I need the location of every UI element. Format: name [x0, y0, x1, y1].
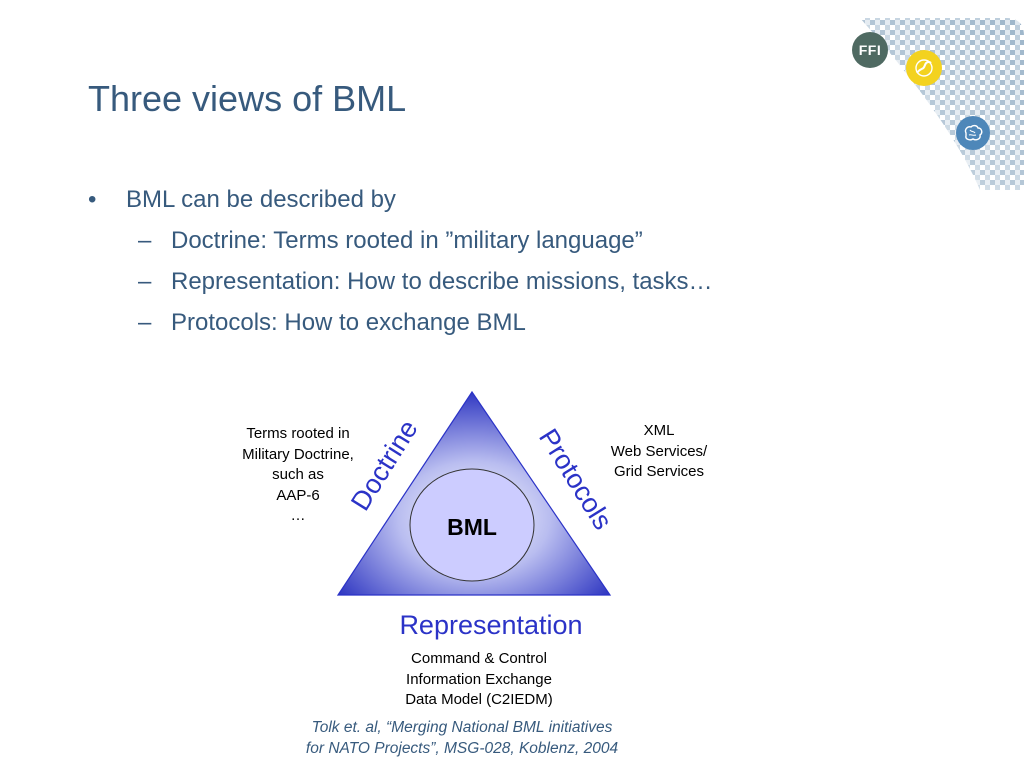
protocols-note-line: Grid Services — [613, 463, 705, 480]
representation-note-line: Information Exchange — [406, 670, 552, 688]
representation-note: Command & Control Information Exchange D… — [370, 649, 588, 711]
representation-note-line: Command & Control — [411, 650, 547, 667]
sub-bullet-protocols: Protocols: How to exchange BML — [171, 309, 526, 336]
sub-bullet-mark: – — [138, 227, 152, 254]
doctrine-note-line: Military Doctrine, — [242, 445, 354, 463]
yellow-emblem-logo — [906, 50, 942, 86]
citation: Tolk et. al, “Merging National BML initi… — [262, 717, 662, 759]
emblem-glyph-icon — [915, 59, 933, 77]
ffi-logo-text: FFI — [858, 42, 882, 58]
protocols-note-line: Web Services/ — [610, 442, 708, 460]
bullet-text: BML can be described by — [126, 186, 396, 213]
sub-bullet-mark: – — [138, 309, 152, 336]
doctrine-note: Terms rooted in Military Doctrine, such … — [218, 424, 378, 527]
representation-label: Representation — [399, 610, 583, 640]
citation-line: Tolk et. al, “Merging National BML initi… — [311, 719, 613, 736]
bml-center-ellipse — [409, 468, 535, 582]
corner-pattern-decoration — [860, 18, 1024, 190]
ffi-logo: FFI — [852, 32, 888, 68]
bml-center-label: BML — [447, 514, 497, 540]
doctrine-note-line: such as — [272, 466, 324, 483]
sub-bullet-representation: Representation: How to describe missions… — [171, 268, 713, 295]
slide-title: Three views of BML — [88, 78, 407, 119]
citation-line: for NATO Projects”, MSG-028, Koblenz, 20… — [305, 740, 619, 757]
brain-icon — [964, 124, 983, 141]
sub-bullet-mark: – — [138, 268, 152, 295]
protocols-note-line: XML — [643, 422, 675, 439]
doctrine-note-line: … — [290, 507, 306, 524]
brain-logo — [956, 116, 990, 150]
sub-bullet-doctrine: Doctrine: Terms rooted in ”military lang… — [171, 227, 643, 254]
doctrine-note-line: Terms rooted in — [246, 425, 350, 442]
doctrine-note-line: AAP-6 — [276, 486, 320, 504]
protocols-note: XML Web Services/ Grid Services — [580, 421, 738, 483]
bullet-mark: • — [88, 186, 97, 213]
representation-note-line: Data Model (C2IEDM) — [405, 691, 553, 708]
